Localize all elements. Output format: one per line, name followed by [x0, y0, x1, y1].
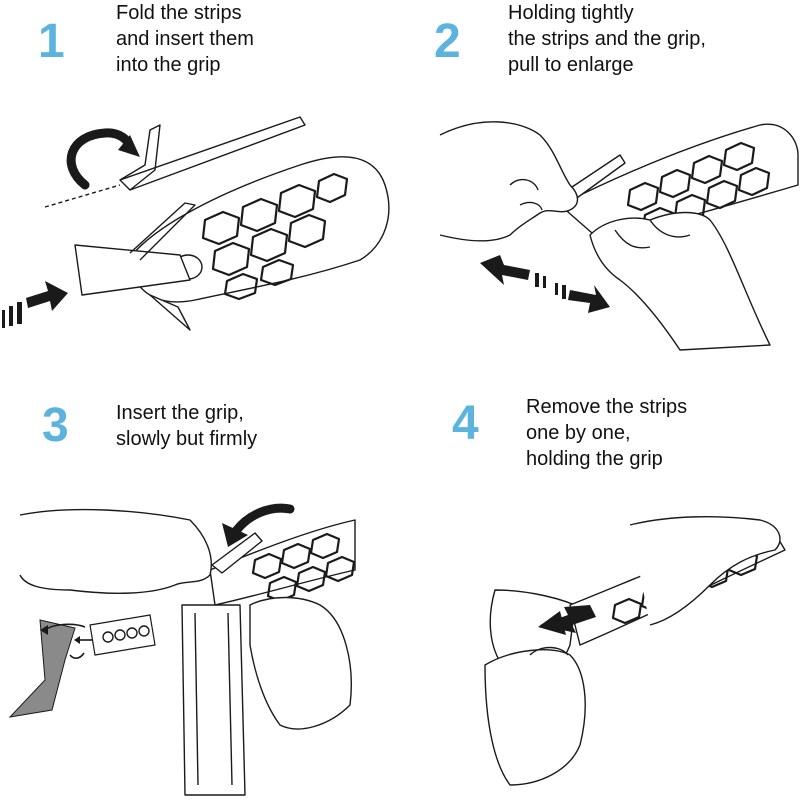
caption-line: Fold the strips: [116, 2, 242, 24]
caption-line: holding the grip: [526, 448, 663, 470]
step-3-caption: Insert the grip, slowly but firmly: [116, 400, 257, 452]
inset-tool: [8, 614, 156, 718]
caption-line: the strips and the grip,: [508, 28, 706, 50]
step-4-illustration: [484, 516, 786, 786]
step-4-caption: Remove the strips one by one, holding th…: [526, 394, 687, 472]
step-3-illustration: [8, 503, 356, 796]
curved-arrow-icon: [66, 128, 140, 190]
caption-line: pull to enlarge: [508, 54, 634, 76]
step-number-3: 3: [42, 399, 69, 452]
double-arrow-icon: [480, 255, 610, 313]
caption-line: one by one,: [526, 422, 631, 444]
caption-line: Remove the strips: [526, 396, 688, 418]
pull-arrow-icon: [538, 605, 596, 635]
caption-line: slowly but firmly: [116, 428, 258, 450]
step-1-caption: Fold the strips and insert them into the…: [116, 0, 254, 78]
caption-line: Holding tightly: [508, 2, 634, 24]
step-number-2: 2: [434, 15, 461, 68]
curved-arrow-icon: [222, 503, 295, 547]
step-2-illustration: [439, 121, 799, 351]
step-number-4: 4: [452, 397, 479, 450]
step-number-1: 1: [38, 15, 65, 68]
caption-line: into the grip: [116, 54, 221, 76]
step-1-illustration: [2, 116, 390, 331]
caption-line: Insert the grip,: [116, 402, 244, 424]
push-arrow-icon: [2, 281, 68, 328]
caption-line: and insert them: [116, 28, 254, 50]
step-2-caption: Holding tightly the strips and the grip,…: [508, 0, 706, 78]
